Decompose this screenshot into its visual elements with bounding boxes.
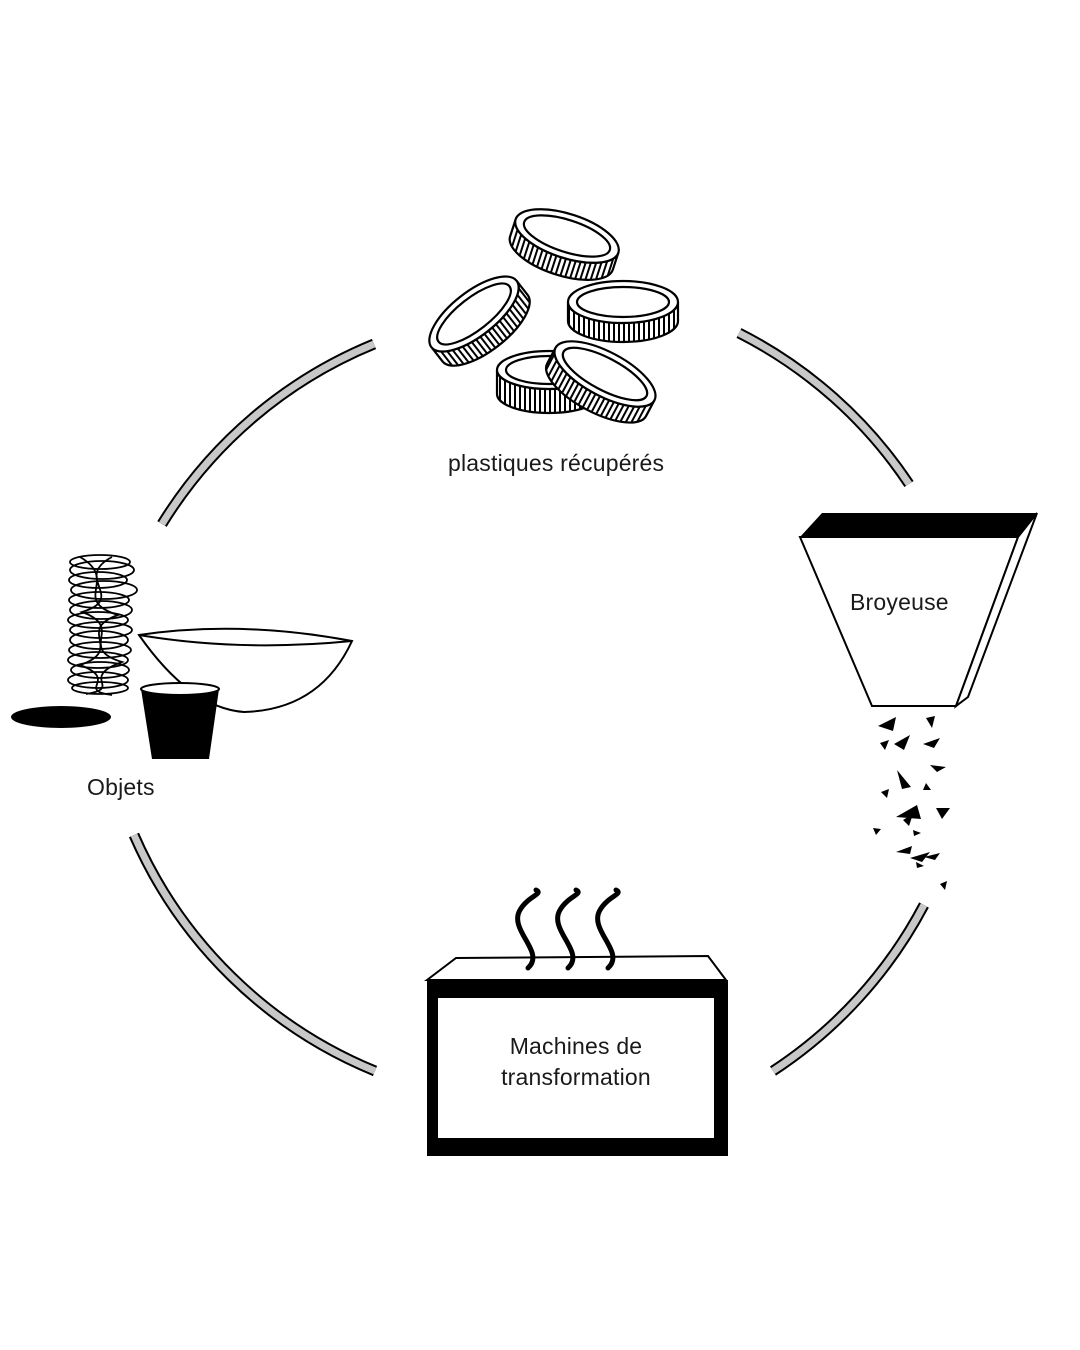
coil-vase-icon (67, 554, 138, 696)
plastics-label: plastiques récupérés (448, 450, 665, 476)
arc-objects-to-plastics (157, 338, 377, 527)
arc-machines-to-objects (128, 832, 378, 1077)
shredded-fragments (873, 716, 950, 890)
machines-label: Machines de transformation (438, 1031, 714, 1093)
cup-icon (140, 682, 220, 759)
grinder-label: Broyeuse (850, 589, 949, 615)
disc-icon (11, 706, 111, 728)
machines-label-line2: transformation (501, 1064, 651, 1090)
arc-plastics-to-grinder (736, 328, 914, 488)
bottle-cap-icon (544, 340, 657, 424)
transformation-machine-icon (424, 954, 728, 1156)
bottle-cap-icon (428, 275, 531, 367)
bottle-caps-illustration (428, 208, 680, 424)
bottle-cap-icon (508, 208, 620, 281)
objects-illustration (11, 554, 354, 759)
machines-label-line1: Machines de (509, 1033, 643, 1059)
objects-label: Objets (87, 774, 155, 800)
grinder-hopper-icon (798, 512, 1038, 709)
arc-grinder-to-machines (769, 902, 929, 1076)
cycle-arrows (128, 328, 929, 1077)
steam-icon (515, 887, 621, 971)
bottle-cap-icon (566, 279, 680, 344)
